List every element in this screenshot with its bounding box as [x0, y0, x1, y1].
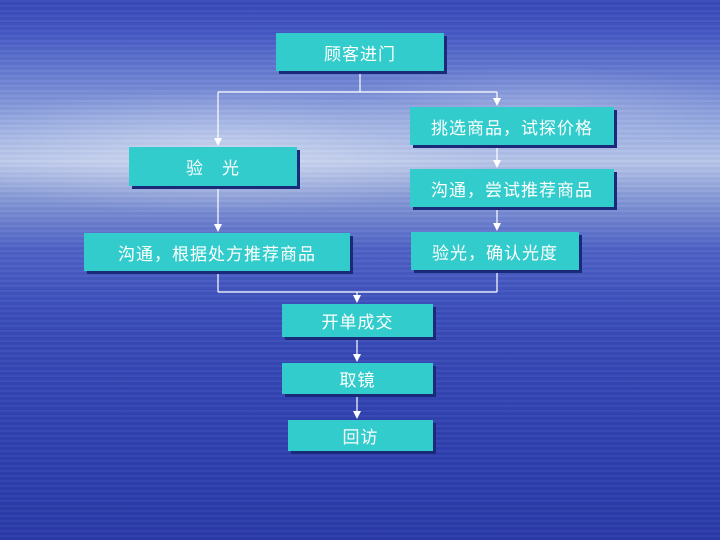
node-eye-test: 验 光 [129, 147, 297, 186]
node-customer-enters: 顾客进门 [276, 33, 444, 71]
node-communicate-try: 沟通，尝试推荐商品 [410, 169, 614, 207]
node-follow-up: 回访 [288, 420, 433, 451]
node-pick-up: 取镜 [282, 363, 433, 394]
node-choose-goods: 挑选商品，试探价格 [410, 107, 614, 145]
node-communicate-prescription: 沟通，根据处方推荐商品 [84, 233, 350, 271]
node-open-order: 开单成交 [282, 304, 433, 337]
node-eye-test-confirm: 验光，确认光度 [411, 232, 579, 270]
